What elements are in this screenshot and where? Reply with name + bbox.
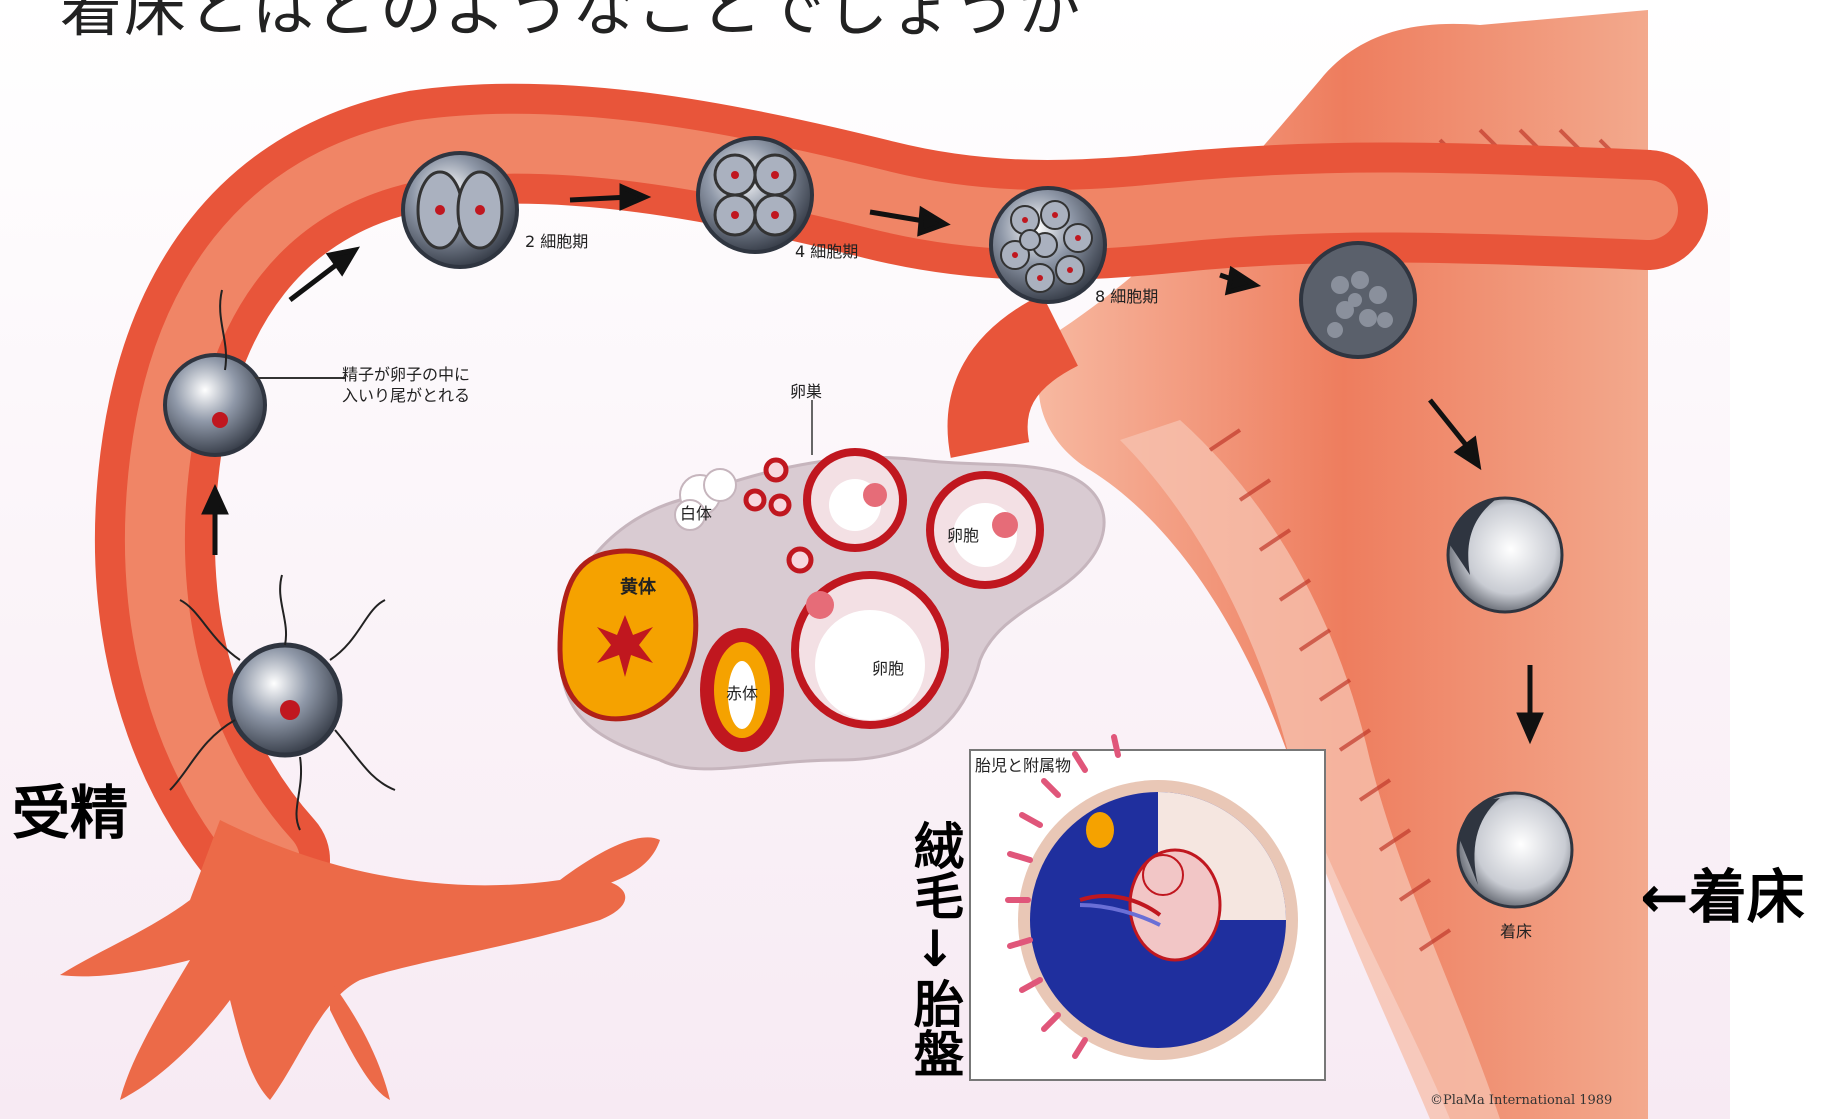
label-red-body: 赤体 bbox=[726, 680, 758, 704]
label-fertilization: 受精 bbox=[12, 766, 128, 850]
label-inset-title: 胎児と附属物 bbox=[975, 752, 1071, 776]
label-implantation-arrow: ←着床 bbox=[1640, 850, 1805, 934]
two-cell-embryo bbox=[403, 153, 517, 267]
inset-fetus bbox=[970, 737, 1325, 1080]
label-villi-placenta: 絨毛↓胎盤 bbox=[910, 820, 960, 1078]
label-eight-cell: 8 細胞期 bbox=[1095, 283, 1158, 307]
label-ovary: 卵巣 bbox=[790, 378, 822, 402]
label-yellow-body: 黄体 bbox=[620, 573, 656, 599]
blastocyst bbox=[1448, 498, 1562, 612]
label-follicle-b: 卵胞 bbox=[872, 655, 904, 679]
implanting-blastocyst bbox=[1458, 793, 1572, 907]
eight-cell-embryo bbox=[991, 188, 1105, 302]
copyright-note: ©PlaMa International 1989 bbox=[1430, 1093, 1612, 1108]
four-cell-embryo bbox=[698, 138, 812, 252]
label-white-body: 白体 bbox=[680, 500, 712, 524]
label-implantation-small: 着床 bbox=[1500, 918, 1532, 942]
page-title: 着床とはどのようなことでしょうか bbox=[60, 0, 1082, 48]
label-two-cell: 2 細胞期 bbox=[525, 228, 588, 252]
morula bbox=[1301, 243, 1415, 357]
label-sperm-note: 精子が卵子の中に 入いり尾がとれる bbox=[342, 365, 470, 407]
label-four-cell: 4 細胞期 bbox=[795, 238, 858, 262]
label-follicle-a: 卵胞 bbox=[947, 522, 979, 546]
